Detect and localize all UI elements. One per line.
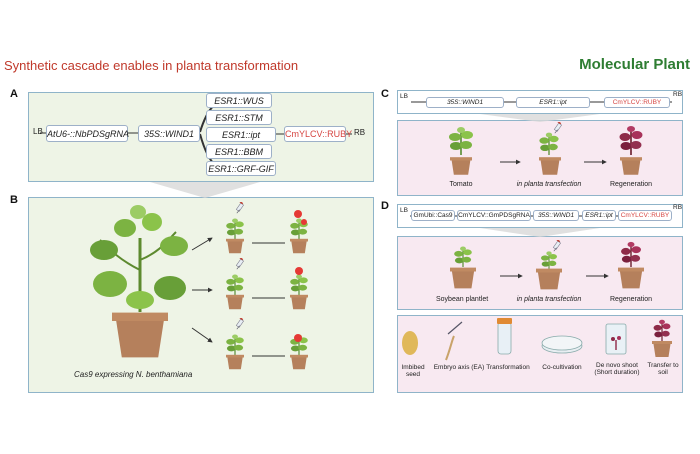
esr1-stm-cassette: ESR1::STM [206,110,272,125]
panel-c-tomato-label: Tomato [449,181,473,188]
journal-name: Molecular Plant [579,56,690,73]
wind1-cassette: 35S::WIND1 [138,125,200,142]
panel-d-lb-label: LB [400,207,408,214]
workflow-imbibed-seed-label: Imbibed seed [401,364,425,379]
panel-d-rb-label: RB [673,204,683,211]
panel-c-wind1-cassette: 35S::WIND1 [426,97,504,108]
guide-rna-cassette: AtU6-::NbPDSgRNA [46,125,129,142]
panel-c-regeneration-label: Regeneration [609,181,653,188]
panel-d-regeneration-label: Regeneration [609,296,653,303]
panel-label-c: C [381,88,389,100]
panel-label-a: A [10,88,18,100]
panel-label-d: D [381,200,389,212]
workflow-transfer-soil-label: Transfer to soil [647,362,679,377]
panel-label-b: B [10,194,18,206]
workflow-transformation-label: Transformation [486,364,530,371]
esr1-grf-gif-cassette: ESR1::GRF-GIF [206,161,276,176]
ruby-cassette: CmYLCV::RUBY [284,126,352,142]
workflow-de-novo-shoot-label: De novo shoot (Short duration) [594,362,640,377]
workflow-embryo-axis-label: Embryo axis (EA) [433,364,485,371]
panel-d-soybean-label: Soybean plantlet [436,296,489,303]
esr1-ipt-cassette: ESR1::ipt [206,127,276,142]
panel-d-ipt-cassette: ESR1::ipt [582,210,616,221]
panel-b [28,197,374,393]
panel-c-ruby-cassette: CmYLCV::RUBY [604,97,670,108]
panel-d-wind1-cassette: 35S::WIND1 [533,210,579,221]
panel-b-caption: Cas9 expressing N. benthamiana [74,370,193,379]
panel-d-transfection-label: in planta transfection [516,296,582,303]
workflow-cocultivation-label: Co-cultivation [542,364,582,371]
panel-c-transfection-label: in planta transfection [516,181,582,188]
panel-c-rb-label: RB [673,91,683,98]
esr1-wus-cassette: ESR1::WUS [206,93,272,108]
panel-d-cas9-cassette: GmUbi::Cas9 [411,210,455,221]
panel-a-rb-label: RB [354,128,366,137]
esr1-bbm-cassette: ESR1::BBM [206,144,272,159]
figure-title: Synthetic cascade enables in planta tran… [4,58,299,73]
panel-c-lb-label: LB [400,93,408,100]
panel-d-gmpds-grna-cassette: CmYLCV::GmPDSgRNA [457,210,531,221]
panel-d-ruby-cassette: CmYLCV::RUBY [618,210,672,221]
panel-a-lb-label: LB [33,127,43,136]
panel-d-workflow [397,315,683,393]
panel-c-ipt-cassette: ESR1::ipt [516,97,590,108]
